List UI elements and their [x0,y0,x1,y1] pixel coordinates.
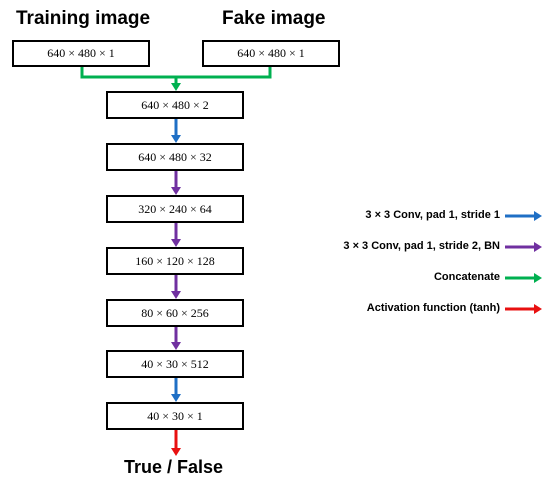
legend-arrow-3-head [534,273,542,283]
fake-input-box: 640 × 480 × 1 [202,40,340,67]
flow-arrow-6-head [171,394,181,402]
layer-box-2: 640 × 480 × 32 [106,143,244,171]
flow-arrow-2-head [171,187,181,195]
legend-arrow-4-head [534,304,542,314]
fake-image-label: Fake image [222,8,326,29]
flow-arrow-4-head [171,291,181,299]
flow-arrow-3-head [171,239,181,247]
flow-arrow-1-head [171,135,181,143]
training-image-label: Training image [16,8,151,29]
flow-arrow-5-head [171,342,181,350]
layer-box-7: 40 × 30 × 1 [106,402,244,430]
concat-arrow-head [171,83,181,91]
layer-box-3: 320 × 240 × 64 [106,195,244,223]
legend-label-concatenate: Concatenate [433,271,500,283]
layer-box-6: 40 × 30 × 512 [106,350,244,378]
flow-arrow-7-head [171,448,181,456]
training-input-box: 640 × 480 × 1 [12,40,150,67]
layer-box-5: 80 × 60 × 256 [106,299,244,327]
legend-arrow-2-head [534,242,542,252]
layer-box-1: 640 × 480 × 2 [106,91,244,119]
legend-arrow-1-head [534,211,542,221]
output-label: True / False [124,457,224,477]
legend-label-conv-stride2-bn: 3 × 3 Conv, pad 1, stride 2, BN [343,240,500,252]
legend-label-conv-stride1: 3 × 3 Conv, pad 1, stride 1 [365,209,500,221]
legend-label-activation: Activation function (tanh) [366,302,500,314]
layer-box-4: 160 × 120 × 128 [106,247,244,275]
